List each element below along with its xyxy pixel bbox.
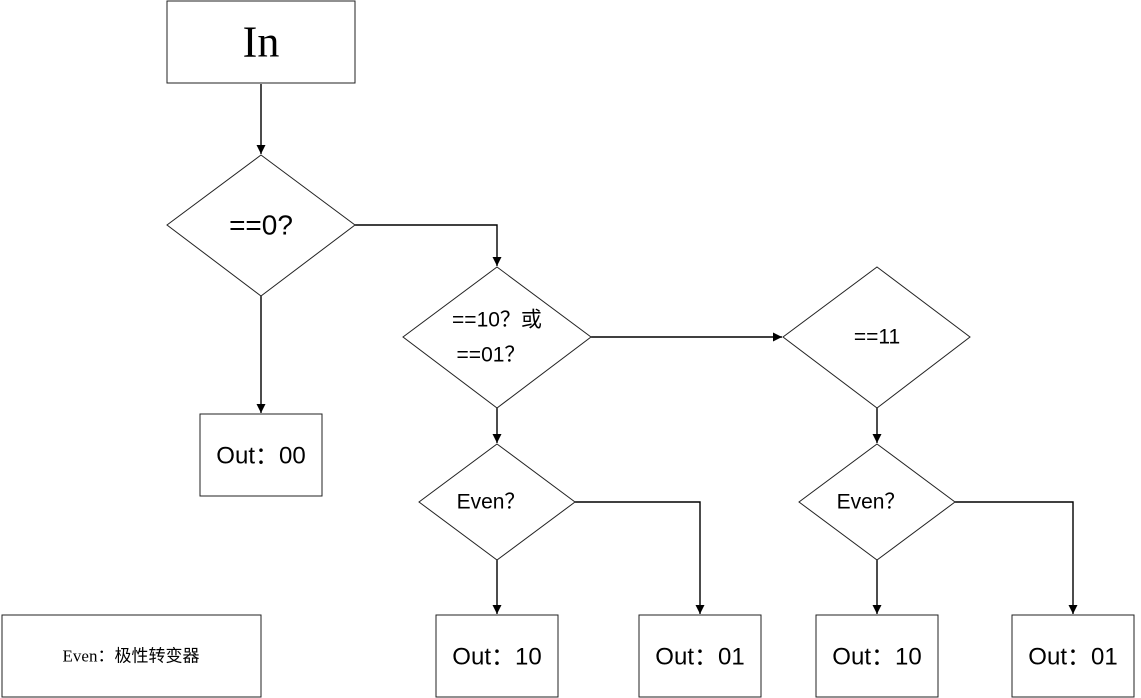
node-check-11: ==11 [782,266,971,409]
out-01-right-label: Out：01 [1028,644,1117,671]
out-01-left-box [638,614,762,698]
out-01-left-label: Out：01 [655,644,744,671]
check-11-label: ==11 [854,326,900,349]
legend-text: Even：极性转变器 [63,647,200,666]
check-zero-diamond [166,154,356,297]
node-even-left: Even？ [418,443,576,561]
even-right-diamond [798,443,956,561]
edge-even-right-to-out-01 [955,501,1078,614]
node-out-01-left: Out：01 [638,614,762,698]
node-out-10-left: Out：10 [435,614,559,698]
even-left-diamond [418,443,576,561]
even-right-label: Even？ [837,491,906,514]
node-out-00: Out：00 [199,413,323,497]
node-in: In [166,0,356,84]
node-check-10-01: ==10？或 ==01？ [402,266,592,409]
node-check-zero: ==0? [166,154,356,297]
in-box [166,0,356,84]
check-10-01-label-line1: ==10？或 [452,309,542,332]
check-10-01-diamond [402,266,592,409]
legend-box [1,614,262,698]
node-out-01-right: Out：01 [1011,614,1135,698]
out-10-right-label: Out：10 [832,644,921,671]
out-00-box [199,413,323,497]
edges [256,84,1078,614]
even-left-label: Even？ [457,491,526,514]
out-10-left-label: Out：10 [452,644,541,671]
out-01-right-box [1011,614,1135,698]
edge-even-left-to-out-01 [575,501,705,614]
edge-check-zero-to-check-10-01 [355,224,502,266]
node-even-right: Even？ [798,443,956,561]
out-10-right-box [815,614,939,698]
out-00-label: Out：00 [216,443,305,470]
out-10-left-box [435,614,559,698]
legend: Even：极性转变器 [1,614,262,698]
check-10-01-label-line2: ==01？ [457,344,526,367]
check-11-diamond [782,266,971,409]
node-out-10-right: Out：10 [815,614,939,698]
check-zero-label: ==0? [229,210,293,241]
in-label: In [243,18,280,67]
